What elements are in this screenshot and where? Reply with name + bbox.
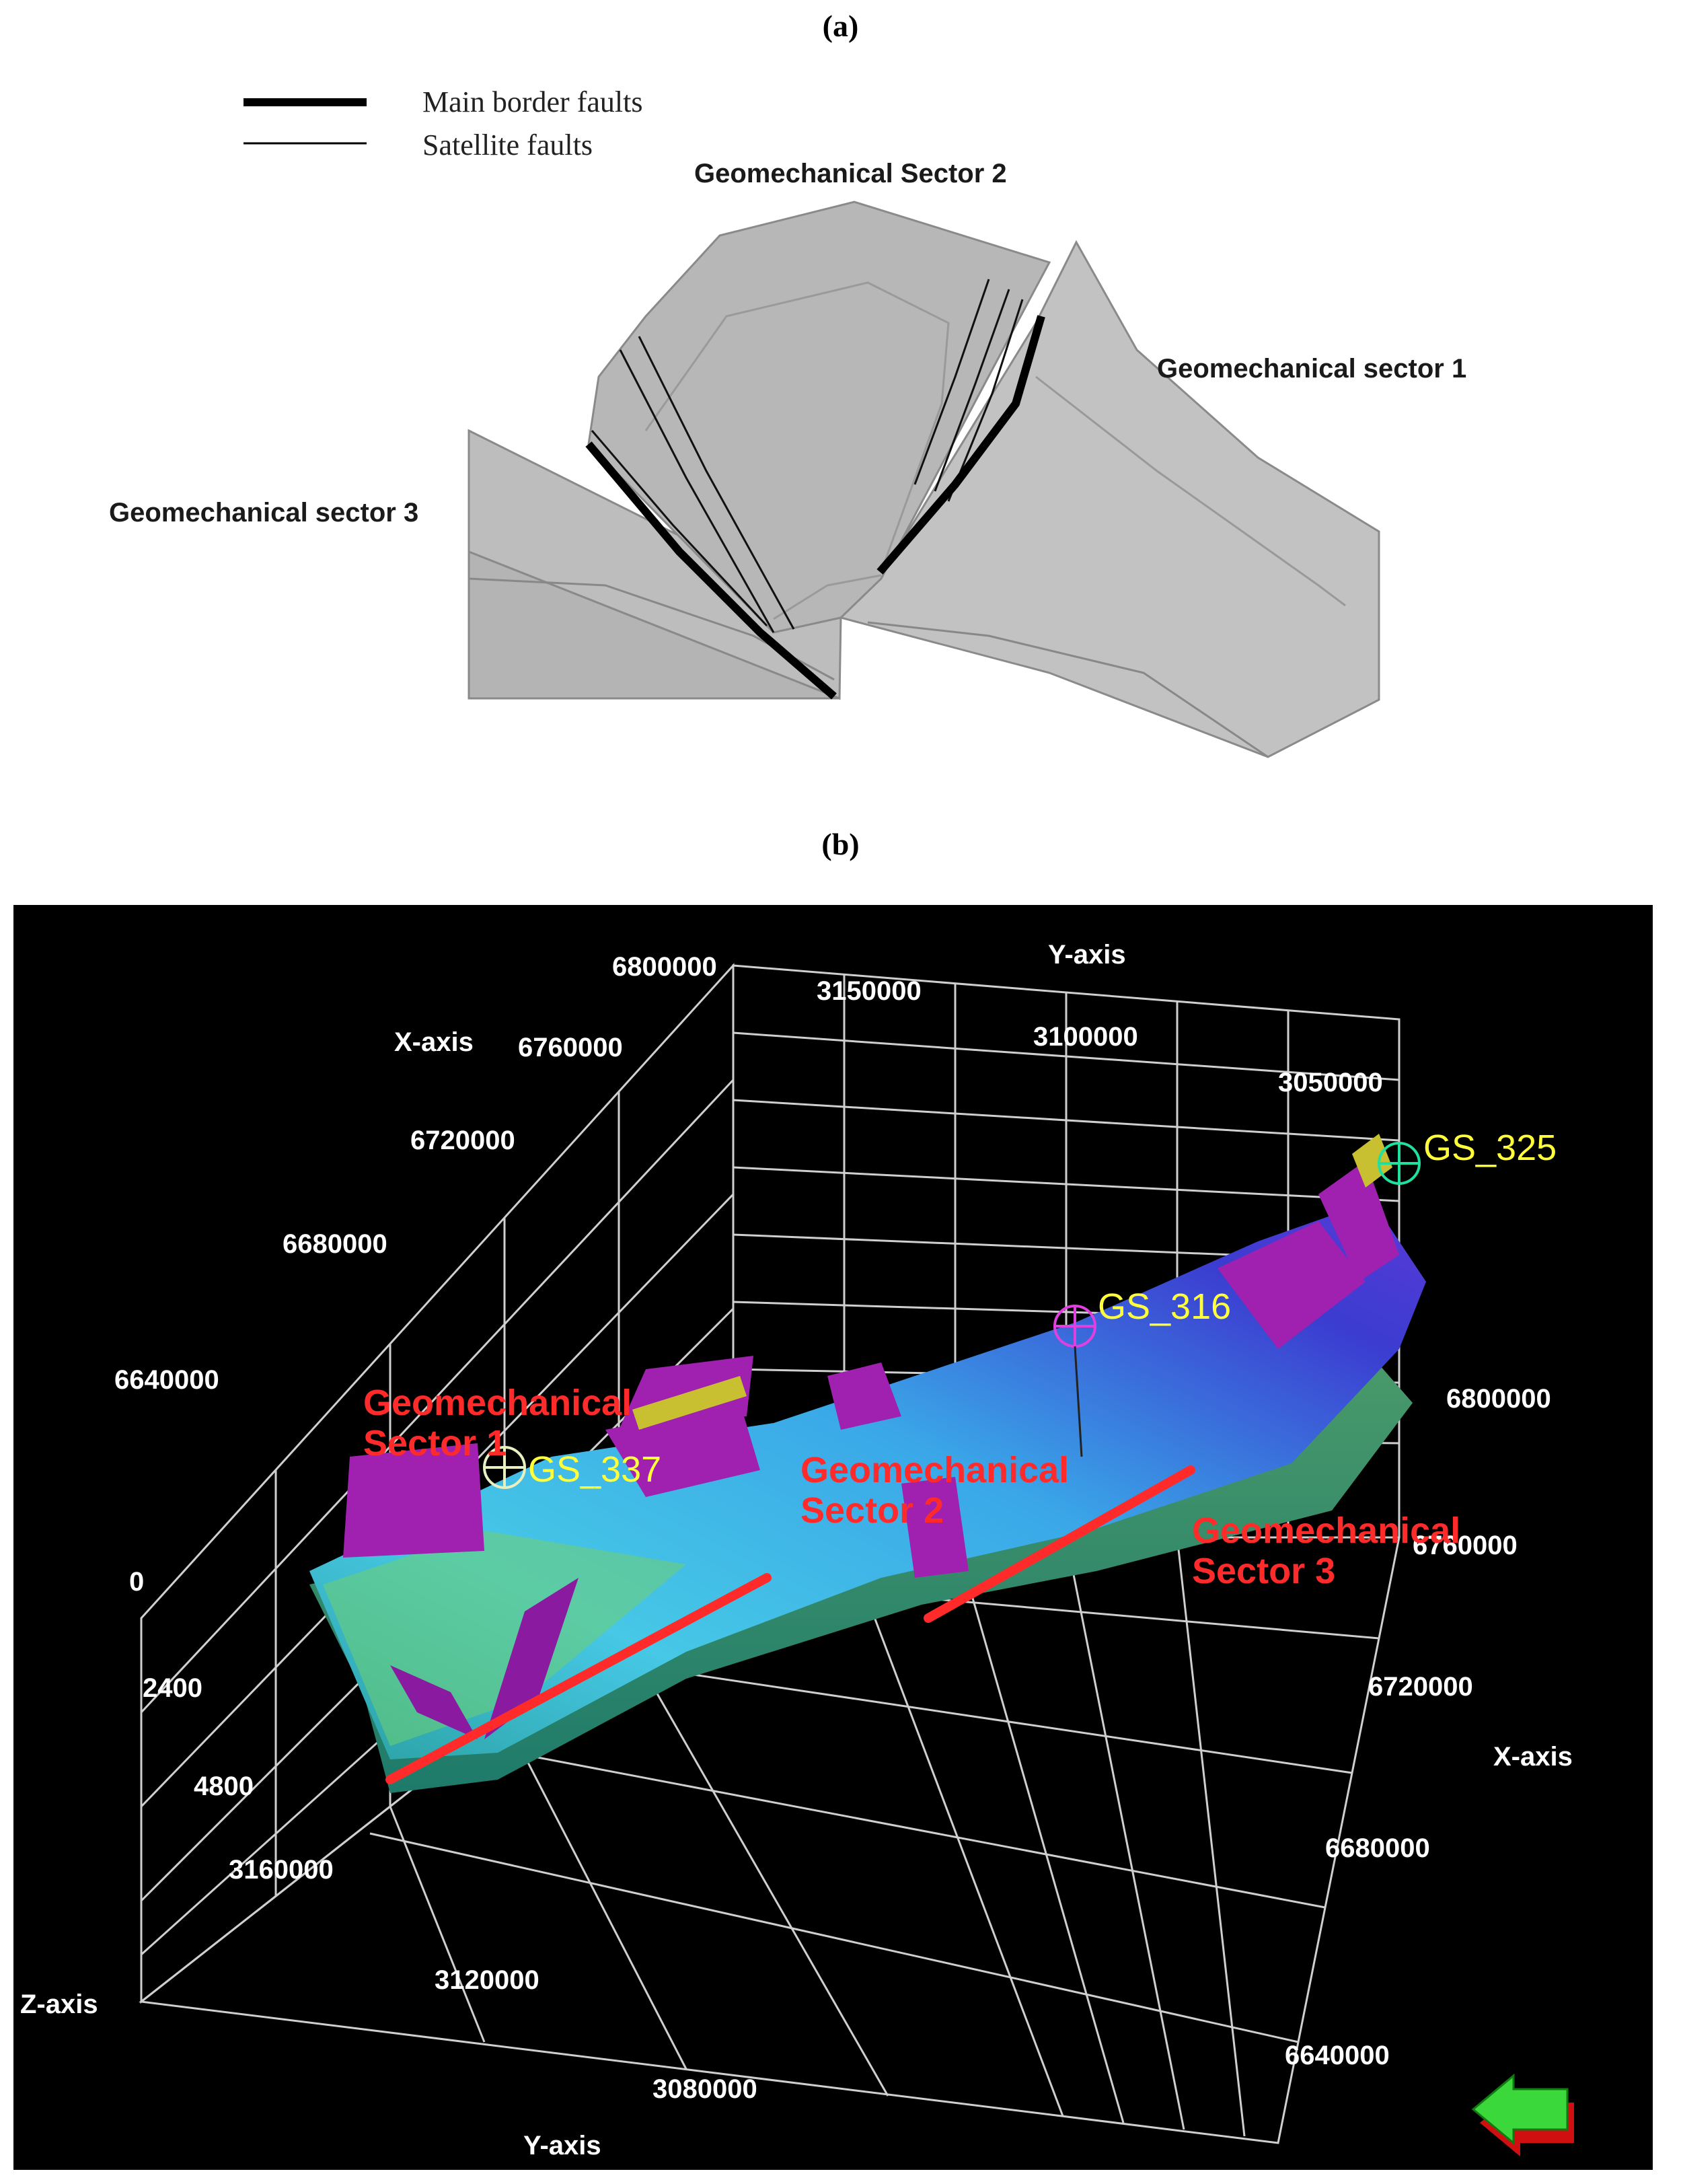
sector1-label-a: Geomechanical sector 1 [1157,354,1467,384]
x-left-tick: 6800000 [612,952,717,982]
sector2-label-line2: Sector 2 [800,1490,944,1531]
main-fault-west [585,441,837,700]
sector2-horizon-low [773,574,882,620]
sector2-label-line1: Geomechanical [800,1450,1070,1490]
sector1-horizon [867,621,1269,758]
z-axis-title: Z-axis [20,1990,98,2019]
x-left-tick: 6640000 [114,1365,219,1395]
panel-a-label: (a) [822,9,859,43]
y-bottom-tick: 3160000 [229,1855,334,1885]
x-left-tick: 6720000 [410,1126,515,1155]
sector2-label-a: Geomechanical Sector 2 [694,159,1007,188]
sector-boundary-1-2 [385,1573,772,1784]
x-axis-title-right: X-axis [1493,1742,1573,1772]
main-fault-east [876,315,1045,575]
x-right-tick: 6720000 [1368,1672,1473,1702]
z-tick: 4800 [194,1772,254,1801]
panel-b-3d-model: Y-axis X-axis Z-axis X-axis Y-axis 68000… [13,905,1653,2170]
sector3-face [468,550,840,700]
x-left-tick: 6760000 [518,1033,623,1062]
sector3-label-line2: Sector 3 [1192,1551,1336,1592]
satellite-fault-e3 [947,299,1024,502]
well-marker-gs325 [1378,1142,1421,1185]
well-marker-gs337 [483,1446,526,1489]
sector1-label-b: Geomechanical Sector 1 [363,1383,632,1464]
well-marker-gs316 [1053,1305,1096,1457]
panel-b-label: (b) [821,827,860,861]
sector1-block [839,240,1380,758]
sector1-label-line1: Geomechanical [363,1383,632,1423]
y-axis-title-top: Y-axis [1048,940,1126,970]
x-right-tick: 6680000 [1325,1833,1430,1863]
x-left-tick: 6680000 [283,1229,387,1259]
fault-plane-sector1 [343,1443,484,1558]
y-top-tick: 3050000 [1278,1068,1383,1097]
z-tick: 0 [129,1567,145,1597]
grid-floor [139,1536,1400,2144]
well-label-gs325: GS_325 [1423,1128,1557,1168]
fault-plane-lower [484,1578,578,1739]
sector2-block [587,201,1051,634]
x-right-tick: 6760000 [1413,1531,1518,1560]
y-bottom-tick: 3080000 [652,2074,757,2104]
legend-main-faults-label: Main border faults [422,85,643,118]
satellite-fault-e2 [934,289,1010,492]
reservoir-3d-view [139,963,1574,2156]
y-top-tick: 3100000 [1033,1022,1138,1052]
y-axis-title-bottom: Y-axis [523,2131,601,2160]
satellite-fault-w3 [591,430,768,627]
fault-plane-lower-2 [390,1665,478,1739]
sector3-label-b: Geomechanical Sector 3 [1192,1510,1460,1592]
satellite-fault-w2 [638,336,795,630]
sector1-horizon-2 [1035,375,1346,607]
y-bottom-tick: 3120000 [435,1965,539,1995]
well-label-gs316: GS_316 [1098,1286,1232,1327]
y-top-tick: 3150000 [817,976,922,1006]
sector1-label-line2: Sector 1 [363,1423,507,1464]
fault-plane-east [1218,1221,1366,1349]
satellite-fault-e1 [913,279,990,485]
satellite-fault-w1 [619,349,775,633]
fault-plane-sector2 [901,1477,969,1578]
orientation-arrow-icon [1471,2073,1574,2156]
x-right-tick: 6800000 [1446,1384,1551,1414]
fault-plane-center [827,1362,901,1430]
fault-plane-east-2 [1318,1161,1399,1282]
panel-a-diagram: Main border faults Satellite faults Geom… [0,0,1681,828]
well-label-gs337: GS_337 [528,1449,662,1490]
x-axis-title-left: X-axis [394,1027,474,1057]
fault-plane-yellow-1 [632,1376,747,1430]
z-tick: 2400 [143,1673,202,1703]
sector3-label-a: Geomechanical sector 3 [109,498,419,527]
fault-block-diagram [244,98,1380,758]
sector3-label-line1: Geomechanical [1192,1510,1461,1551]
legend-satellite-faults-label: Satellite faults [422,129,593,161]
sector-boundary-2-3 [924,1465,1195,1623]
x-right-tick: 6640000 [1285,2041,1390,2070]
sector2-horizon [644,281,950,573]
sector2-label-b: Geomechanical Sector 2 [800,1450,1069,1531]
